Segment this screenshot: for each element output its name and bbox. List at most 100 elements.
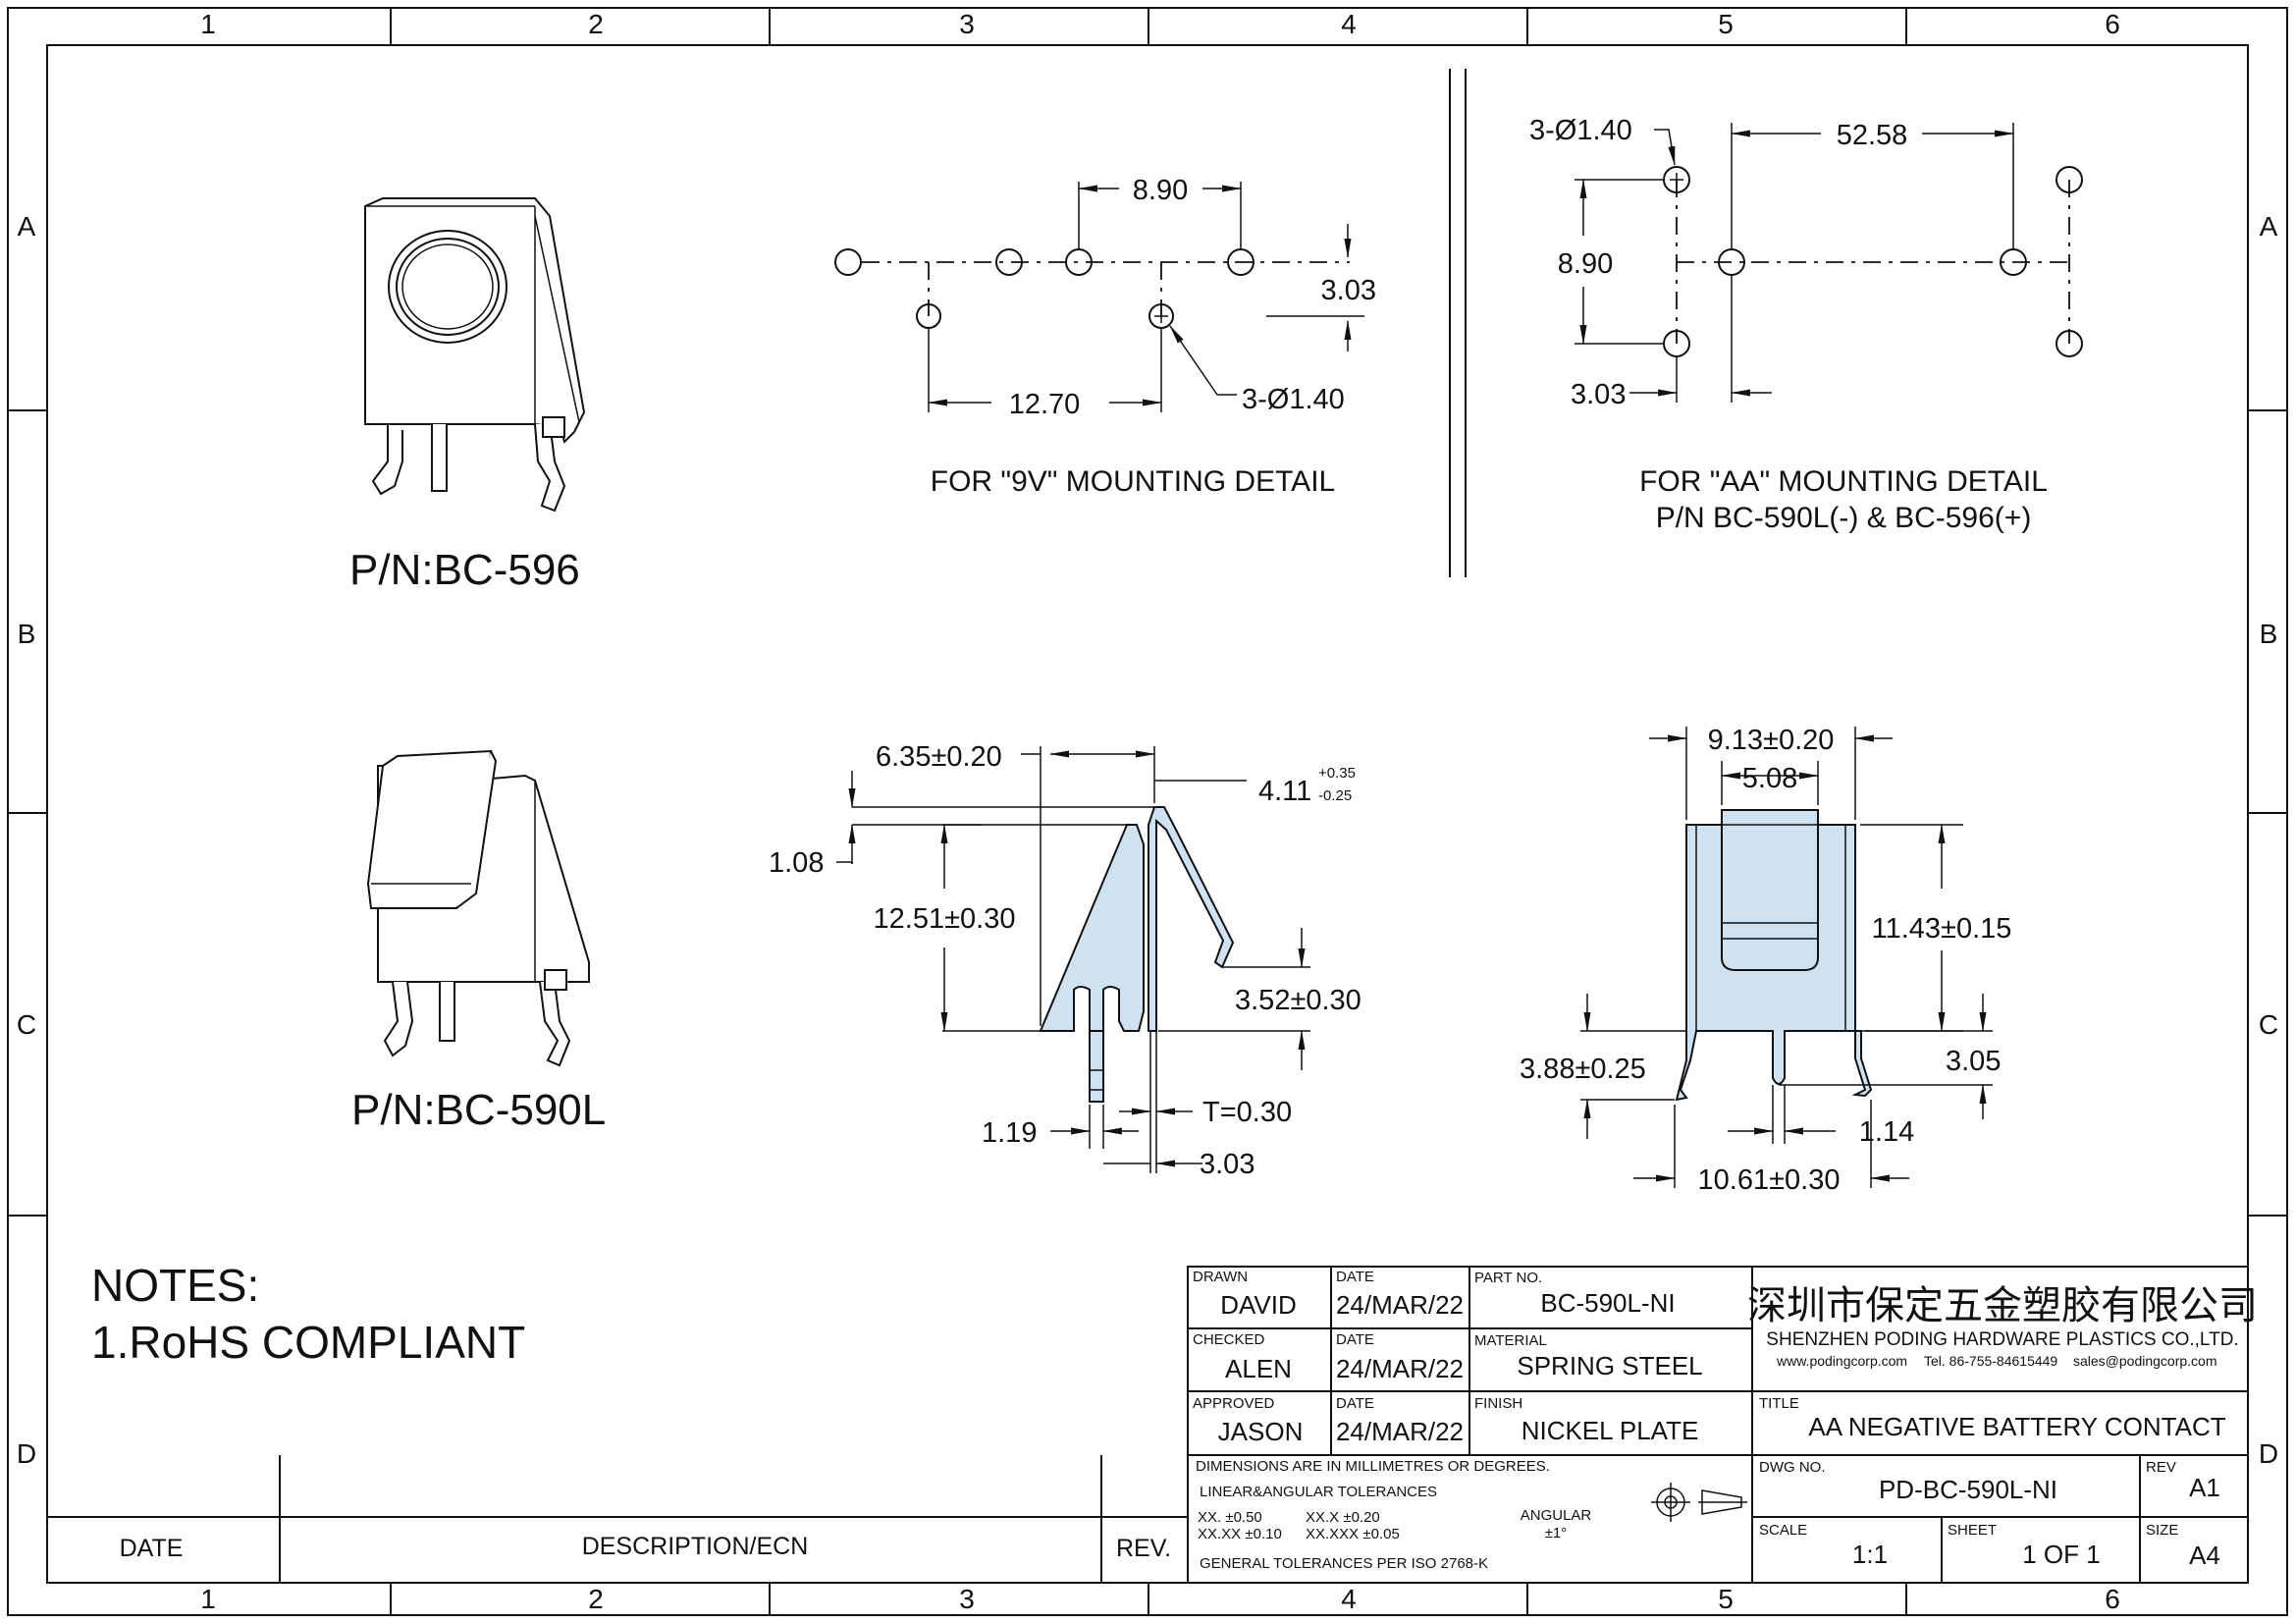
col-label-3: 3 [959, 9, 975, 39]
view-divider [1449, 69, 1467, 577]
dwg-value: PD-BC-590L-NI [1879, 1475, 2057, 1504]
title-block: DRAWN DAVID DATE 24/MAR/22 PART NO. BC-5… [1187, 1266, 2258, 1584]
sheet-value: 1 OF 1 [2022, 1540, 2100, 1569]
title-label: TITLE [1759, 1395, 1799, 1412]
rev-date-header: DATE [120, 1535, 184, 1562]
dim-front-outer-width: 9.13±0.20 [1708, 725, 1835, 756]
caption-aa-line2: P/N BC-590L(-) & BC-596(+) [1656, 502, 2032, 534]
mount-aa-detail: 3-Ø1.40 52.58 8.90 3.03 FOR "AA" MOUNTIN… [1529, 115, 2083, 534]
dim-9v-pitch: 8.90 [1133, 175, 1188, 206]
grid-labels: 1 2 3 4 5 6 1 2 3 4 5 6 A B C D A B C D [17, 9, 2278, 1614]
size-label: SIZE [2146, 1522, 2178, 1539]
bc590l-part-label: P/N:BC-590L [351, 1086, 606, 1134]
part-label: PART NO. [1474, 1270, 1542, 1286]
checked-value: ALEN [1225, 1354, 1292, 1383]
callout-9v-holes: 3-Ø1.40 [1242, 384, 1345, 415]
tolerance-xxx: XX.X ±0.20 [1306, 1509, 1380, 1526]
dim-side-offset: 1.08 [769, 847, 824, 879]
notes-title: NOTES: [91, 1260, 259, 1311]
mount-9v-detail: 8.90 3.03 12.70 3-Ø1.40 FOR "9V" MOUNTIN… [834, 175, 1376, 498]
part-value: BC-590L-NI [1540, 1288, 1675, 1318]
dim-front-base-width: 10.61±0.30 [1698, 1164, 1841, 1196]
row-label-b-right: B [2260, 619, 2278, 649]
col-label-1: 1 [200, 9, 216, 39]
notes-rohs: 1.RoHS COMPLIANT [91, 1317, 525, 1368]
row-label-d-right: D [2259, 1438, 2278, 1469]
caption-aa-line1: FOR "AA" MOUNTING DETAIL [1639, 465, 2048, 498]
col-label-4-bottom: 4 [1341, 1584, 1357, 1614]
dwg-label: DWG NO. [1759, 1459, 1826, 1476]
dim-side-tip-width: 4.11 [1258, 776, 1311, 807]
angular-label: ANGULAR [1521, 1507, 1592, 1524]
iso-view-bc590l: P/N:BC-590L [351, 749, 606, 1134]
row-label-a: A [18, 211, 36, 242]
projection-symbol-icon [1651, 1483, 1747, 1522]
dim-side-pin-width: 1.19 [982, 1117, 1037, 1149]
rev-number-header: REV. [1116, 1535, 1171, 1562]
title-value: AA NEGATIVE BATTERY CONTACT [1808, 1412, 2225, 1441]
drawn-date-value: 24/MAR/22 [1336, 1290, 1464, 1320]
row-label-c-right: C [2259, 1009, 2278, 1040]
col-label-1-bottom: 1 [200, 1584, 216, 1614]
dim-side-thickness: T=0.30 [1202, 1097, 1292, 1128]
col-label-6: 6 [2105, 9, 2120, 39]
material-value: SPRING STEEL [1517, 1351, 1702, 1380]
col-label-6-bottom: 6 [2105, 1584, 2120, 1614]
material-label: MATERIAL [1474, 1332, 1547, 1349]
company-name-en: SHENZHEN PODING HARDWARE PLASTICS CO.,LT… [1766, 1329, 2238, 1350]
tolerance-xxxxx: XX.XXX ±0.05 [1306, 1526, 1400, 1542]
company-tel: Tel. 86-755-84615449 [1924, 1353, 2057, 1369]
finish-value: NICKEL PLATE [1522, 1416, 1699, 1445]
col-label-5-bottom: 5 [1718, 1584, 1734, 1614]
approved-label: APPROVED [1193, 1395, 1275, 1412]
checked-date-value: 24/MAR/22 [1336, 1354, 1464, 1383]
approved-date-label: DATE [1336, 1395, 1374, 1412]
iso-view-bc596: P/N:BC-596 [349, 197, 586, 594]
sheet-border [7, 7, 2288, 1616]
dim-side-pin-gap: 3.03 [1200, 1149, 1255, 1180]
dim-front-pin-width: 1.14 [1859, 1116, 1914, 1148]
rev-label: REV [2146, 1459, 2176, 1476]
front-view: 9.13±0.20 5.08 11.43±0.15 3.88±0.25 3.05… [1520, 725, 2011, 1196]
general-tolerances: GENERAL TOLERANCES PER ISO 2768-K [1200, 1555, 1488, 1572]
scale-label: SCALE [1759, 1522, 1807, 1539]
dim-front-inner-width: 5.08 [1742, 763, 1797, 794]
row-label-b: B [18, 619, 36, 649]
dim-front-leg-right: 3.05 [1946, 1046, 2001, 1077]
checked-date-label: DATE [1336, 1331, 1374, 1348]
drawn-date-label: DATE [1336, 1269, 1374, 1285]
col-label-2-bottom: 2 [588, 1584, 604, 1614]
approved-value: JASON [1218, 1417, 1304, 1446]
dim-front-leg-height: 3.88±0.25 [1520, 1054, 1646, 1085]
rev-description-header: DESCRIPTION/ECN [582, 1533, 809, 1560]
dim-side-tip-tol-plus: +0.35 [1318, 765, 1356, 782]
tolerance-xxxx: XX.XX ±0.10 [1198, 1526, 1282, 1542]
dim-side-height: 12.51±0.30 [874, 903, 1016, 935]
rev-value: A1 [2189, 1473, 2220, 1502]
col-label-2: 2 [588, 9, 604, 39]
row-label-a-right: A [2260, 211, 2278, 242]
drawn-value: DAVID [1220, 1290, 1297, 1320]
approved-date-value: 24/MAR/22 [1336, 1417, 1464, 1446]
dim-aa-span: 52.58 [1837, 120, 1908, 151]
scale-value: 1:1 [1852, 1540, 1888, 1569]
company-name-cn: 深圳市保定五金塑胶有限公司 [1747, 1283, 2258, 1328]
row-label-c: C [17, 1009, 36, 1040]
size-value: A4 [2189, 1541, 2220, 1570]
col-label-4: 4 [1341, 9, 1357, 39]
notes: NOTES: 1.RoHS COMPLIANT [91, 1260, 525, 1368]
company-web: www.podingcorp.com [1776, 1353, 1907, 1369]
dim-aa-offset: 3.03 [1571, 379, 1626, 410]
revision-block: DATE DESCRIPTION/ECN REV. [47, 1455, 1188, 1583]
dim-9v-offset: 3.03 [1321, 275, 1376, 306]
side-view: 6.35±0.20 4.11 +0.35 -0.25 1.08 12.51±0.… [769, 741, 1362, 1180]
callout-aa-holes: 3-Ø1.40 [1529, 115, 1632, 146]
row-label-d: D [17, 1438, 36, 1469]
tolerance-heading: LINEAR&ANGULAR TOLERANCES [1200, 1484, 1437, 1500]
dim-side-top-width: 6.35±0.20 [876, 741, 1002, 773]
angular-value: ±1° [1545, 1525, 1568, 1542]
col-label-5: 5 [1718, 9, 1734, 39]
tolerance-xx: XX. ±0.50 [1198, 1509, 1262, 1526]
dim-front-height: 11.43±0.15 [1872, 913, 2012, 945]
